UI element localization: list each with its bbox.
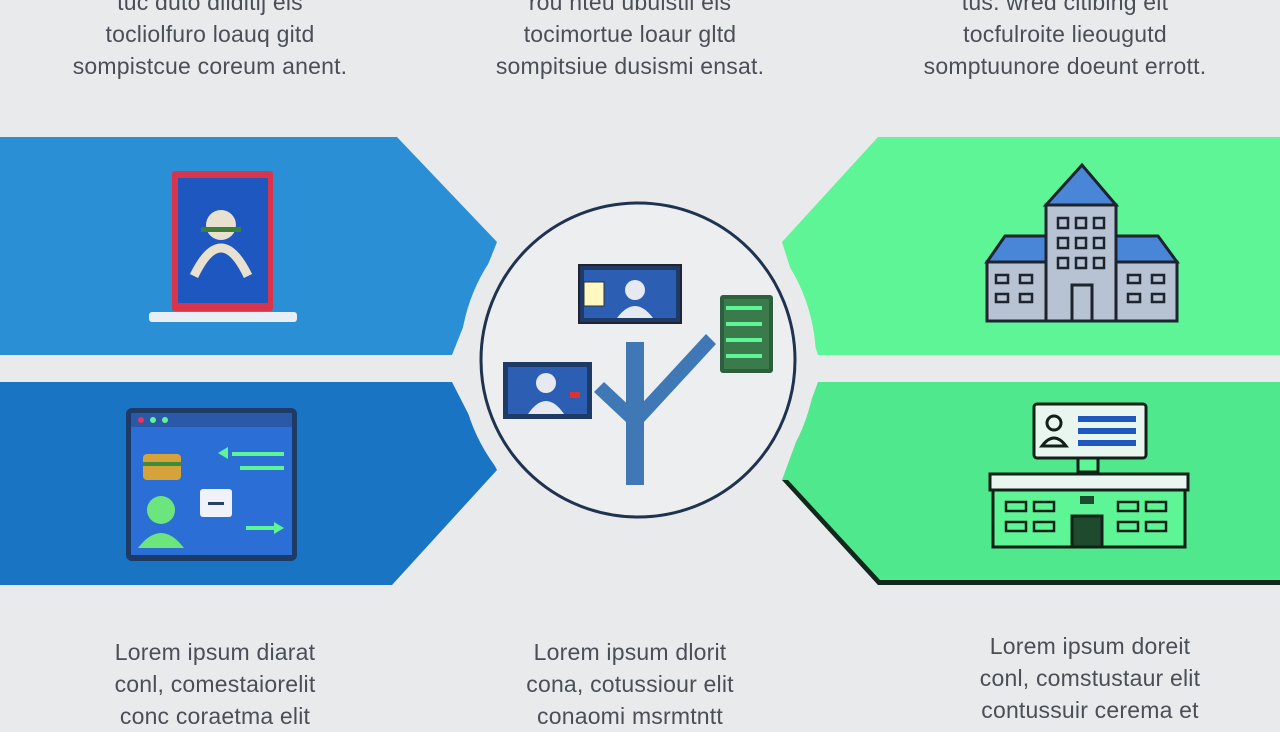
caption-line: contussuir cerema et xyxy=(981,697,1199,723)
caption-line: sompitsiue dusismi ensat. xyxy=(495,53,765,79)
caption-bottom-center: Lorem ipsum dlorit cona, cotussiour elit… xyxy=(470,636,790,732)
school-building-icon xyxy=(984,162,1180,323)
caption-bottom-right: Lorem ipsum doreit conl, comstustaur eli… xyxy=(930,630,1250,726)
network-tree-icon xyxy=(503,264,773,485)
caption-line: tocfulroite lieougutd xyxy=(963,21,1167,47)
browser-window-icon xyxy=(126,408,297,561)
caption-line: somptuunore doeunt errott. xyxy=(923,53,1207,79)
id-badge-icon xyxy=(149,171,297,322)
caption-line: conaomi msrmtntt xyxy=(537,703,723,729)
caption-line: Lorem ipsum doreit xyxy=(989,633,1191,659)
caption-line: Lorem ipsum dlorit xyxy=(533,639,727,665)
caption-line: conl, comstustaur elit xyxy=(979,665,1201,691)
caption-line: tocliolfuro loauq gitd xyxy=(105,21,315,47)
office-terminal-icon xyxy=(988,402,1190,549)
caption-top-right: tus. wred cltibing elt tocfulroite lieou… xyxy=(890,0,1240,82)
caption-bottom-left: Lorem ipsum diarat conl, comestaiorelit … xyxy=(55,636,375,732)
caption-line: conc coraetma elit xyxy=(119,703,311,729)
caption-line: Lorem ipsum diarat xyxy=(114,639,316,665)
caption-top-center: rou nteu ubuistii els tocimortue loaur g… xyxy=(460,0,800,82)
caption-line: rou nteu ubuistii els xyxy=(528,0,732,15)
caption-line: conl, comestaiorelit xyxy=(114,671,316,697)
caption-line: tus. wred cltibing elt xyxy=(961,0,1169,15)
caption-line: tocimortue loaur gltd xyxy=(523,21,737,47)
caption-top-left: tuc duto dilditij els tocliolfuro loauq … xyxy=(40,0,380,82)
caption-line: cona, cotussiour elit xyxy=(526,671,734,697)
caption-line: tuc duto dilditij els xyxy=(117,0,303,15)
caption-line: sompistcue coreum anent. xyxy=(72,53,348,79)
